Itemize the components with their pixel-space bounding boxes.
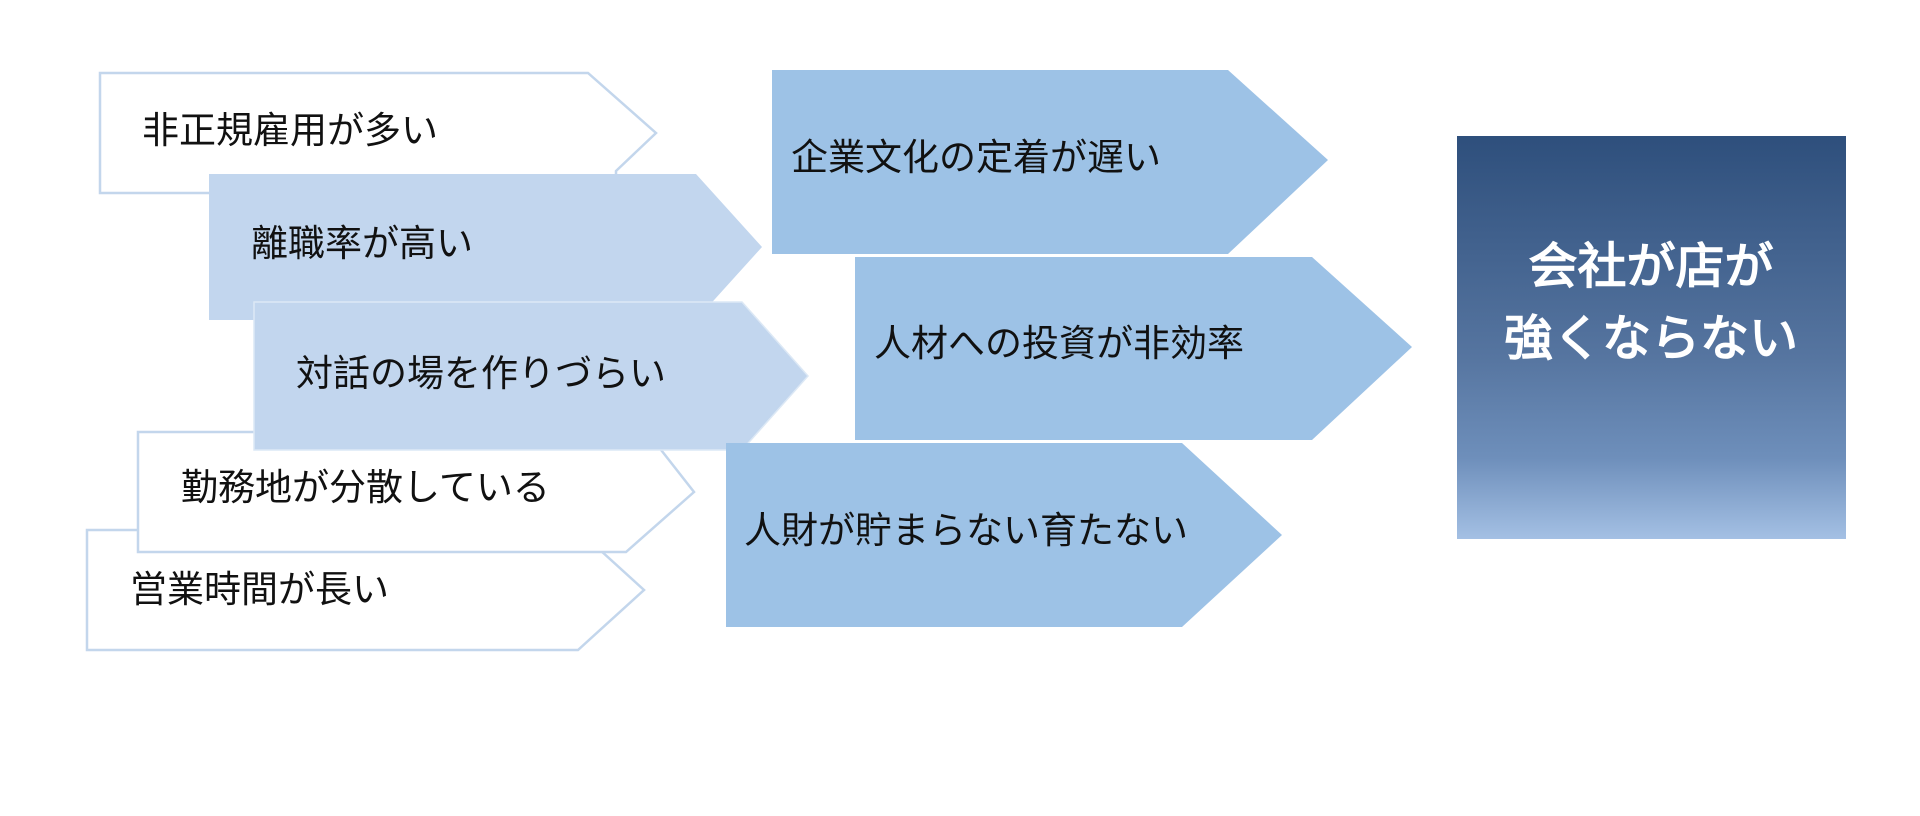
- effect-arrow-1: 企業文化の定着が遅い: [772, 70, 1328, 254]
- cause-arrow-3: 対話の場を作りづらい: [253, 301, 810, 451]
- result-line-1: 会社が店が: [1528, 238, 1773, 295]
- cause-label-2: 離職率が高い: [251, 222, 473, 265]
- effect-label-1: 企業文化の定着が遅い: [791, 136, 1161, 179]
- cause-arrow-5: 営業時間が長い: [85, 528, 646, 652]
- effect-arrow-2: 人材への投資が非効率: [855, 257, 1412, 440]
- effect-label-2: 人材への投資が非効率: [874, 322, 1244, 365]
- cause-arrow-4: 勤務地が分散している: [136, 430, 696, 554]
- cause-label-3: 対話の場を作りづらい: [296, 352, 666, 395]
- result-line-2: 強くならない: [1504, 310, 1798, 367]
- cause-label-5: 営業時間が長い: [130, 568, 389, 611]
- cause-arrow-1: 非正規雇用が多い: [98, 71, 658, 195]
- cause-arrow-2: 離職率が高い: [209, 174, 762, 320]
- effect-label-3: 人財が貯まらない育たない: [744, 509, 1188, 552]
- result-box: 会社が店が 強くならない: [1457, 136, 1846, 539]
- cause-label-1: 非正規雇用が多い: [142, 109, 438, 152]
- effect-arrow-3: 人財が貯まらない育たない: [726, 443, 1282, 627]
- cause-label-4: 勤務地が分散している: [181, 466, 550, 509]
